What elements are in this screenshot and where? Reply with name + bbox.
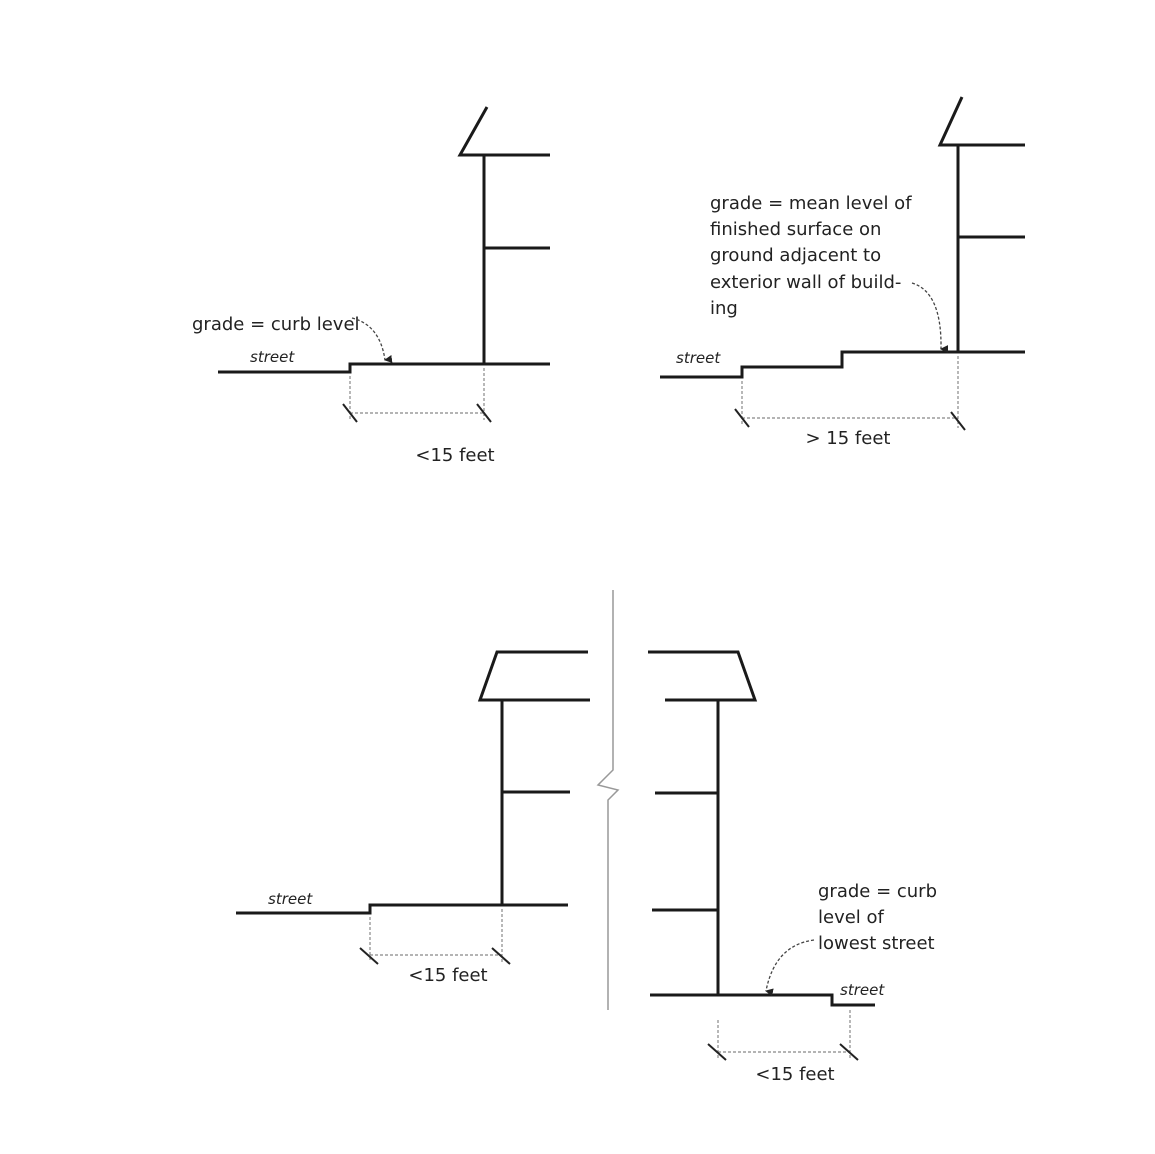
grade-arrow bbox=[765, 939, 815, 997]
street-label: street bbox=[268, 890, 313, 908]
dimension-tick bbox=[491, 947, 511, 965]
panel-curb-level-under-15ft: <15 feet grade = curb level street bbox=[192, 106, 550, 466]
roof bbox=[937, 96, 1025, 147]
dimension-tick bbox=[342, 403, 358, 423]
grade-label-line: grade = mean level of bbox=[710, 193, 912, 214]
dimension-label: <15 feet bbox=[408, 965, 487, 986]
dimension-label: > 15 feet bbox=[806, 428, 891, 449]
dimension-tick bbox=[839, 1043, 859, 1061]
roof bbox=[477, 650, 590, 702]
ground-line bbox=[660, 350, 1025, 379]
grade-label-line: level of bbox=[818, 907, 885, 928]
panel-mean-level-over-15ft: > 15 feet grade = mean level of finished… bbox=[660, 96, 1025, 449]
grade-arrow bbox=[911, 282, 949, 354]
ground-line bbox=[218, 362, 550, 374]
grade-arrow bbox=[351, 317, 393, 363]
street-label: street bbox=[840, 981, 885, 999]
panel-corner-lot-left: <15 feet street bbox=[236, 650, 590, 986]
grade-label-line: finished surface on bbox=[710, 219, 881, 240]
panel-corner-lot-right: <15 feet grade = curb level of lowest st… bbox=[648, 650, 937, 1085]
ground-line bbox=[650, 993, 875, 1007]
dimension-tick bbox=[359, 947, 379, 965]
break-line bbox=[596, 590, 620, 1010]
street-label: street bbox=[676, 349, 721, 367]
grade-label: grade = curb level bbox=[192, 314, 360, 335]
ground-line bbox=[236, 903, 568, 915]
dimension-label: <15 feet bbox=[415, 445, 494, 466]
grade-label-line: grade = curb bbox=[818, 881, 937, 902]
dimension-tick bbox=[476, 403, 492, 423]
roof bbox=[648, 650, 758, 702]
dimension-label: <15 feet bbox=[755, 1064, 834, 1085]
grade-label-line: ing bbox=[710, 298, 738, 319]
grade-label-line: ground adjacent to bbox=[710, 245, 881, 266]
grade-label-line: lowest street bbox=[818, 933, 935, 954]
dimension-tick bbox=[950, 411, 966, 431]
dimension-tick bbox=[734, 408, 750, 428]
dimension-tick bbox=[707, 1043, 727, 1061]
roof bbox=[457, 106, 550, 157]
grade-label-line: exterior wall of build- bbox=[710, 272, 901, 293]
street-label: street bbox=[250, 348, 295, 366]
